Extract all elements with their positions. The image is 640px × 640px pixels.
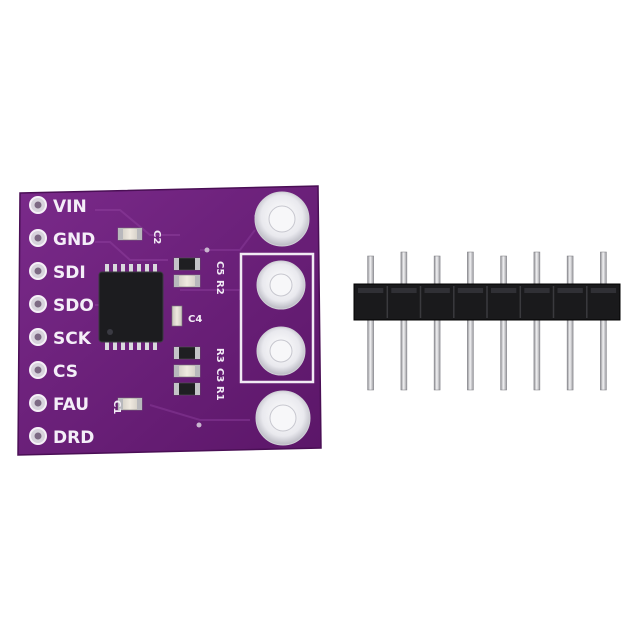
pin-cs: CS <box>29 361 78 382</box>
header-pin <box>566 255 574 391</box>
header-pin <box>500 255 507 391</box>
label-c5: C5 <box>214 261 225 275</box>
header-segment-highlight <box>391 288 417 293</box>
pin-label-sdo: SDO <box>53 296 94 316</box>
pin-pads: VIN GND SDI SDO SCK CS <box>29 196 95 448</box>
pin-fau: FAU <box>29 394 89 415</box>
label-r3: R3 <box>214 348 225 363</box>
header-pin <box>433 255 441 391</box>
pin-sck: SCK <box>29 328 92 349</box>
pin-drd: DRD <box>29 427 94 448</box>
header-pin <box>467 251 474 391</box>
pin-label-fau: FAU <box>53 395 89 415</box>
label-c2: C2 <box>151 230 162 244</box>
header-pin <box>400 251 408 391</box>
pin-sdo: SDO <box>29 295 94 316</box>
label-r1: R1 <box>214 386 225 401</box>
pin-label-vin: VIN <box>53 197 87 217</box>
label-r2: R2 <box>214 280 225 295</box>
pin-sdi: SDI <box>29 262 86 283</box>
header-segment-highlight <box>557 288 583 293</box>
pin-label-cs: CS <box>53 362 78 382</box>
pin-label-gnd: GND <box>53 230 95 250</box>
header-segment-highlight <box>491 288 517 293</box>
header-pin <box>367 255 374 391</box>
ic-chip <box>98 264 164 350</box>
header-segment-highlight <box>457 288 484 293</box>
label-c3: C3 <box>214 368 225 382</box>
pin-label-sdi: SDI <box>53 263 86 283</box>
header-pin <box>600 251 607 391</box>
header-segment-highlight <box>524 288 550 293</box>
header-pin <box>533 251 541 391</box>
label-c1: C1 <box>111 400 122 414</box>
pin-label-sck: SCK <box>53 329 92 349</box>
mounting-holes <box>239 191 315 446</box>
label-c4: C4 <box>188 314 202 325</box>
pin-label-drd: DRD <box>53 428 94 448</box>
header-segment-highlight <box>358 288 384 293</box>
pin-header <box>353 251 621 391</box>
pin-gnd: GND <box>29 229 95 250</box>
pin-vin: VIN <box>29 196 87 217</box>
header-segment-highlight <box>424 288 450 293</box>
header-segment-highlight <box>590 288 617 293</box>
header-pins <box>367 251 607 391</box>
smd-components: C2 C5 R2 C4 R3 C3 R1 C1 <box>111 227 225 414</box>
header-segments <box>358 286 617 318</box>
